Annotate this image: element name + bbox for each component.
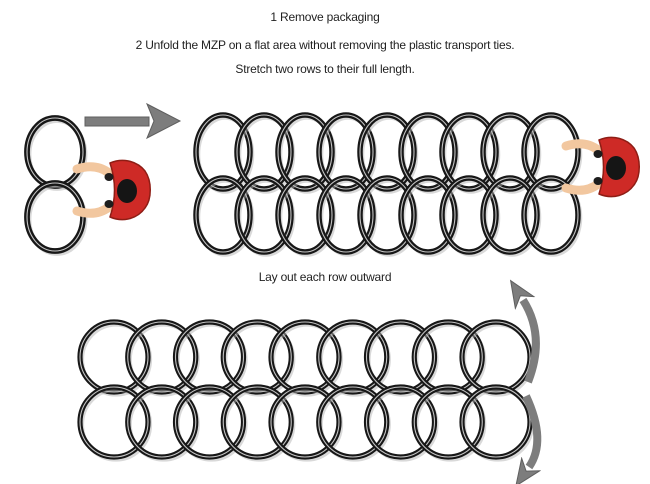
curved-arrow-down-icon	[526, 394, 542, 467]
step-1-text: 1 Remove packaging	[270, 10, 380, 24]
curved-arrow-up-icon	[523, 300, 540, 384]
laid-out-rows	[77, 319, 535, 462]
folded-mzp-stack	[24, 115, 88, 256]
stretched-rows	[193, 112, 583, 257]
step-3-text: Stretch two rows to their full length.	[235, 62, 415, 76]
right-arrow-icon	[84, 102, 182, 140]
worker-left-top-view	[77, 160, 150, 219]
step-2-text: 2 Unfold the MZP on a flat area without …	[135, 38, 515, 52]
step-4-text: Lay out each row outward	[258, 270, 392, 284]
